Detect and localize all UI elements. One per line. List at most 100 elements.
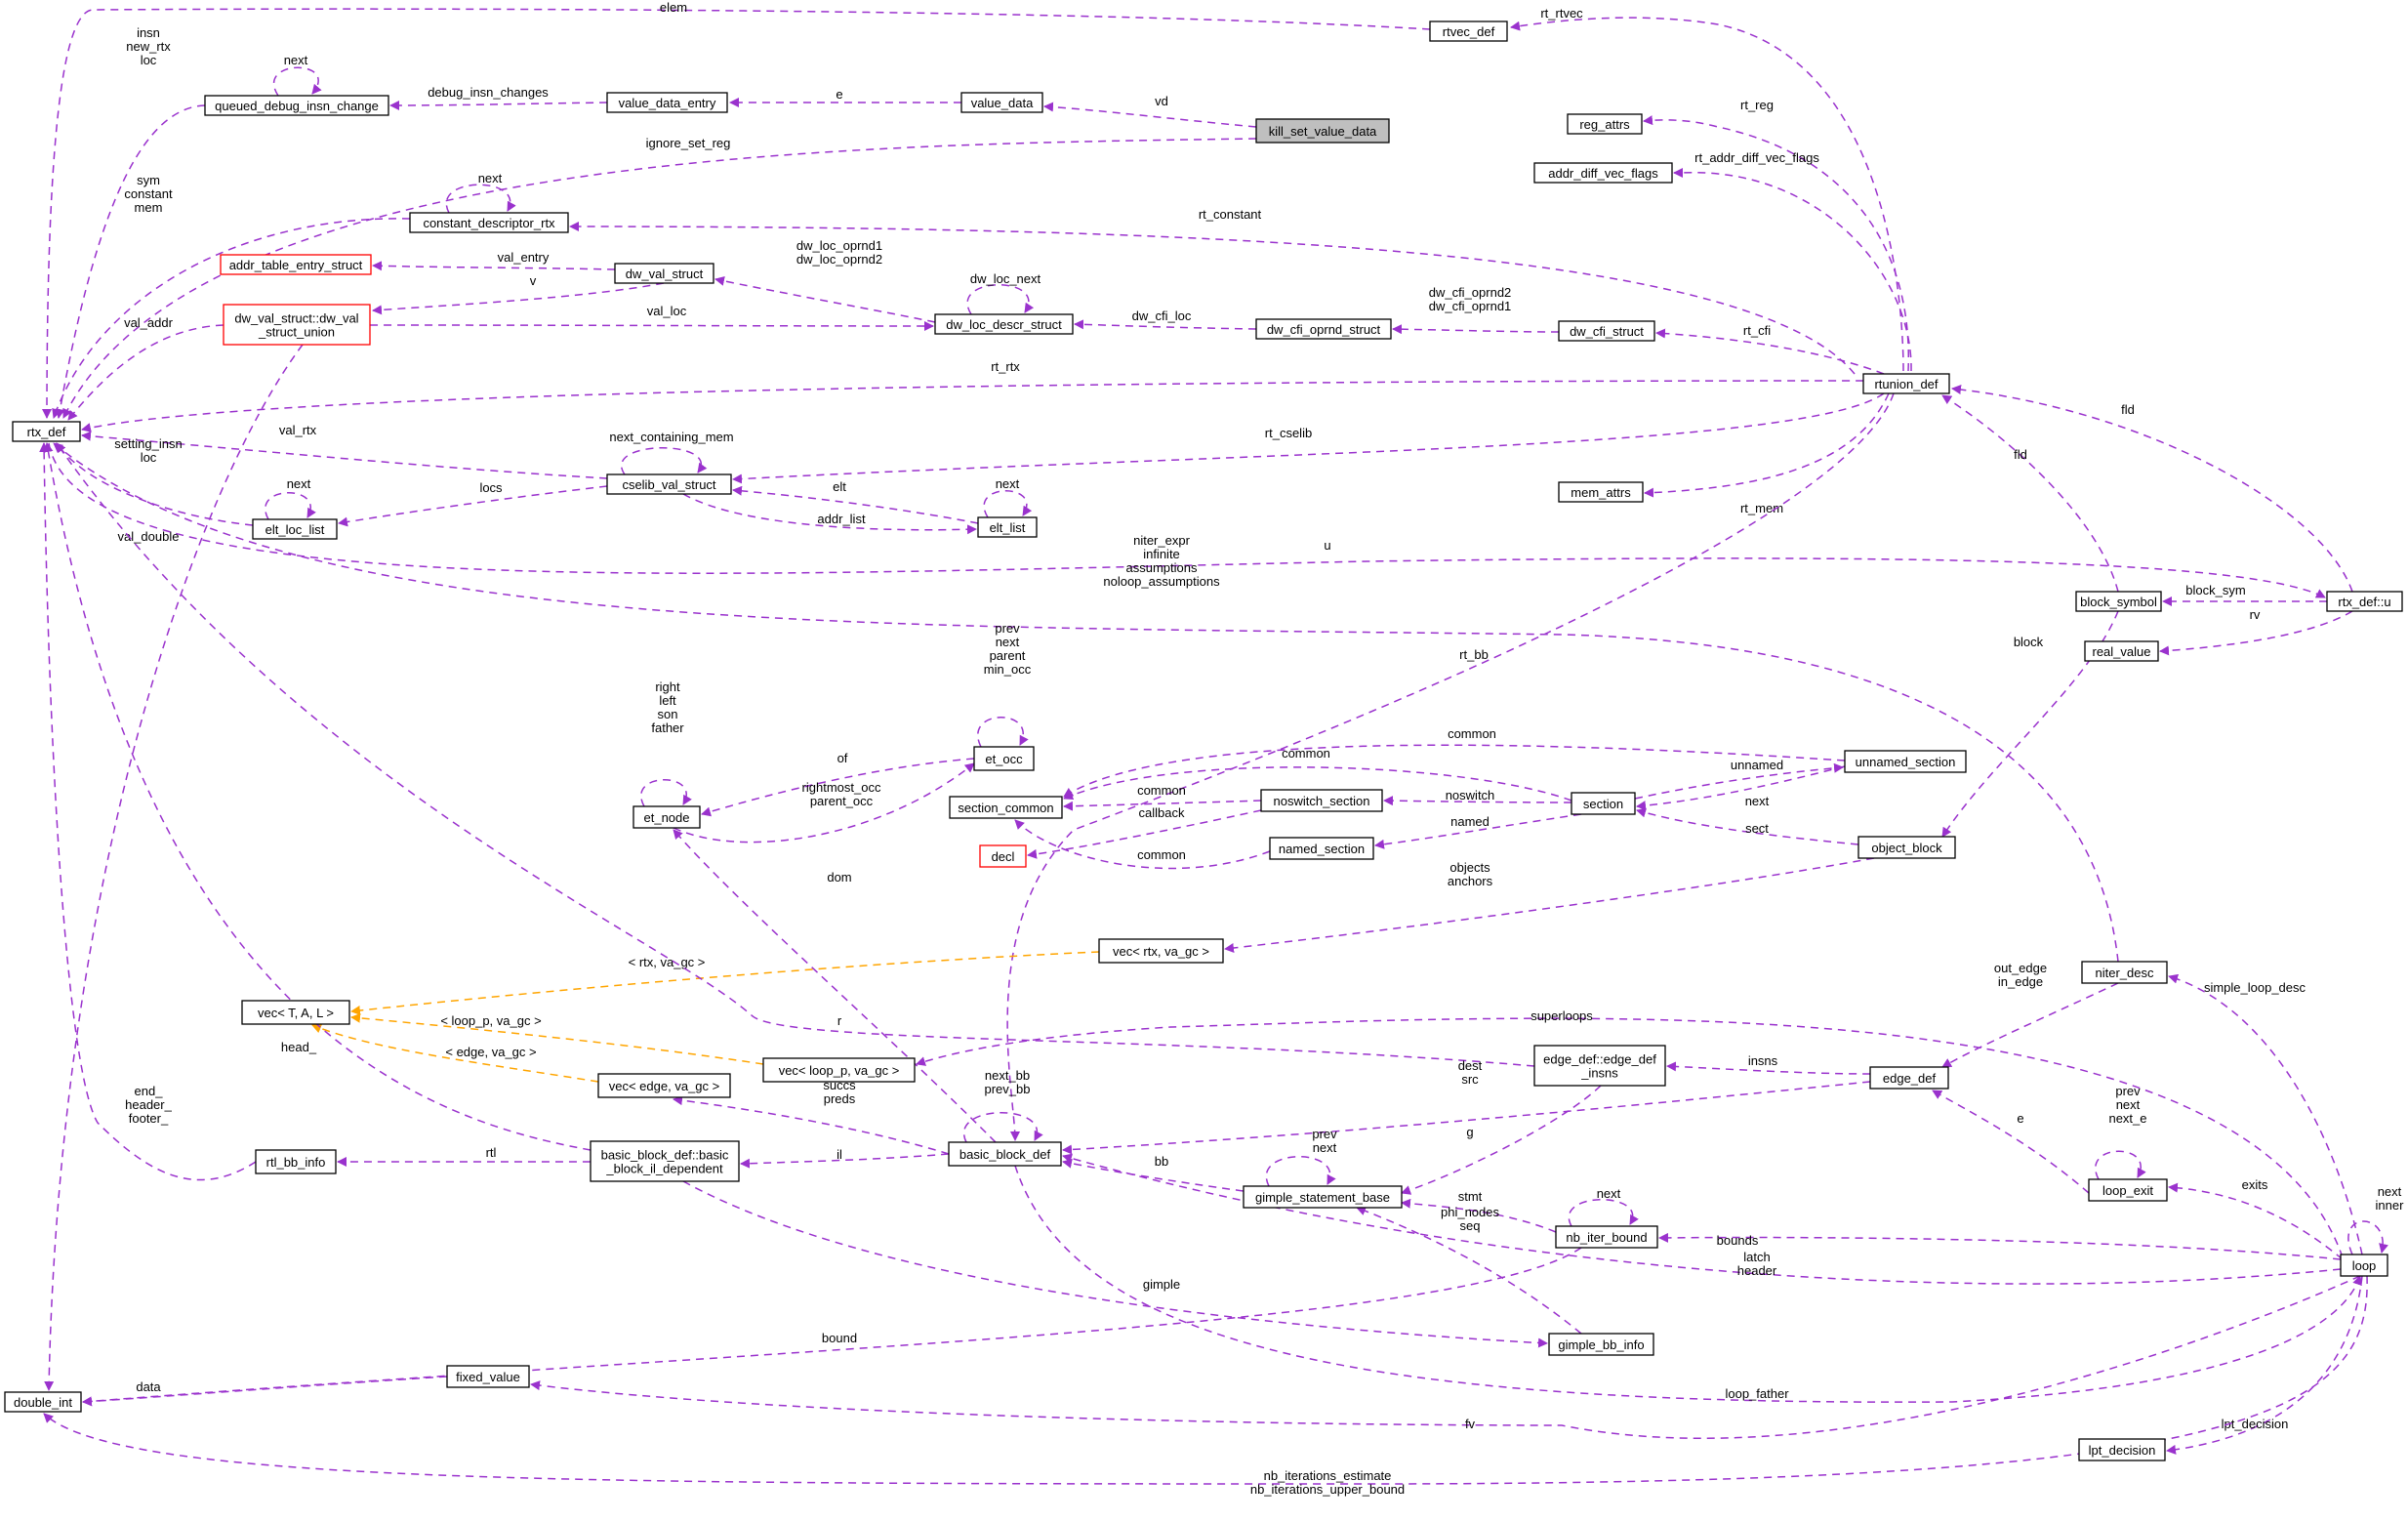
edge-e7: vd [1043,94,1257,128]
edge-label: il [837,1147,842,1162]
node-loop[interactable]: loop [2340,1254,2388,1277]
node-unnamed-section[interactable]: unnamed_section [1844,750,1967,773]
node-box [1098,938,1224,964]
node-box [977,516,1038,538]
edge-line [1401,1198,1557,1233]
edge-e64: superloops [916,1008,2344,1258]
node-vec-edge[interactable]: vec< edge, va_gc > [597,1073,731,1098]
edge-e87: bound [82,1247,1582,1407]
node-elt-loc-list[interactable]: elt_loc_list [252,518,338,540]
node-named-section[interactable]: named_section [1269,837,1374,860]
edge-line [530,1275,2361,1439]
node-vec-rtx[interactable]: vec< rtx, va_gc > [1098,938,1224,964]
edge-e19: dw_cfi_loc [1074,309,1257,330]
edge-line [81,380,1864,432]
node-value-data-entry[interactable]: value_data_entry [606,92,728,113]
node-dw-val-struct[interactable]: dw_val_struct [614,263,714,284]
node-vec-loop[interactable]: vec< loop_p, va_gc > [762,1057,916,1083]
node-box [1269,837,1374,860]
edge-line [983,490,1033,518]
node-rtunion-def[interactable]: rtunion_def [1862,373,1950,394]
node-et-occ[interactable]: et_occ [973,746,1035,771]
node-fixed-value[interactable]: fixed_value [446,1365,530,1388]
edge-e5: debug_insn_changes [389,85,608,110]
node-box [12,421,81,442]
edge-label: lpt_decision [2222,1417,2289,1431]
node-box [2084,640,2159,662]
node-addr-diff[interactable]: addr_diff_vec_flags [1533,162,1673,184]
node-addr-table[interactable]: addr_table_entry_struct [220,254,372,275]
edge-e10: rt_addr_diff_vec_flags [1673,150,1912,372]
node-dw-val-union[interactable]: dw_val_struct::dw_val_struct_union [223,304,371,346]
edge-line [350,1012,764,1065]
nodes-layer: rtx_def double_int queued_debug_insn_chang… [4,21,2403,1461]
node-label: value_data [971,96,1034,110]
edge-e52: unnamed [1634,758,1844,800]
node-gimple-bb[interactable]: gimple_bb_info [1548,1333,1654,1356]
node-const-desc[interactable]: constant_descriptor_rtx [409,212,569,233]
node-label: object_block [1871,841,1942,855]
node-block-symbol[interactable]: block_symbol [2075,591,2162,612]
node-gimple-stmt[interactable]: gimple_statement_base [1243,1185,1403,1209]
node-label: fixed_value [456,1370,520,1384]
edge-e47: common [1063,726,1846,798]
edge-line [1401,1085,1602,1195]
node-label: nb_iter_bound [1566,1230,1647,1245]
edge-label: bb [1155,1154,1168,1169]
node-noswitch[interactable]: noswitch_section [1260,789,1383,812]
node-real-value[interactable]: real_value [2084,640,2159,662]
edge-line [1658,1232,2342,1260]
node-edge-def-insns[interactable]: edge_def::edge_def_insns [1533,1045,1666,1087]
node-reg-attrs[interactable]: reg_attrs [1567,113,1643,135]
node-lpt-decision[interactable]: lpt_decision [2078,1438,2166,1461]
node-niter-desc[interactable]: niter_desc [2081,961,2168,984]
node-dw-cfi-oprnd[interactable]: dw_cfi_oprnd_struct [1255,318,1392,340]
edge-e45: of [701,751,975,817]
node-section-common[interactable]: section_common [949,796,1063,819]
edge-line [311,1023,599,1083]
node-rtx-def[interactable]: rtx_def [12,421,81,442]
node-box [220,254,372,275]
edge-label: elt [833,479,846,494]
node-label: elt_list [990,520,1026,535]
node-rtx-def-u[interactable]: rtx_def::u [2326,591,2403,612]
edge-e27: next_containing_mem [609,430,734,475]
node-rtvec-def[interactable]: rtvec_def [1429,21,1508,42]
node-dw-loc-descr[interactable]: dw_loc_descr_struct [934,313,1074,335]
node-et-node[interactable]: et_node [633,805,701,829]
node-box [2326,591,2403,612]
node-nb-iter[interactable]: nb_iter_bound [1555,1225,1658,1249]
edge-line [62,138,1257,419]
edge-e12: rt_constant [569,207,1856,375]
node-elt-list[interactable]: elt_list [977,516,1038,538]
node-rtl-bb-info[interactable]: rtl_bb_info [255,1149,337,1174]
edge-e26: val_rtx [81,423,608,479]
node-edge-def[interactable]: edge_def [1869,1066,1949,1090]
node-label: et_node [644,810,690,825]
node-kill[interactable]: kill_set_value_data [1255,118,1390,144]
node-double-int[interactable]: double_int [4,1391,82,1413]
node-vec-tal[interactable]: vec< T, A, L > [241,1000,350,1025]
edge-line [1374,813,1582,849]
node-section[interactable]: section [1571,792,1636,815]
node-box [2088,1178,2168,1202]
edge-line [2347,1220,2388,1255]
node-queued[interactable]: queued_debug_insn_change [204,95,389,116]
node-bb-def[interactable]: basic_block_def [948,1141,1062,1167]
node-box [1533,1045,1666,1087]
node-cselib[interactable]: cselib_val_struct [606,473,732,495]
node-dw-cfi-struct[interactable]: dw_cfi_struct [1558,320,1655,342]
node-label: mem_attrs [1571,485,1631,500]
node-decl[interactable]: decl [979,844,1027,868]
node-loop-exit[interactable]: loop_exit [2088,1178,2168,1202]
node-bb-il[interactable]: basic_block_def::basic_block_il_dependen… [590,1140,740,1182]
node-value-data[interactable]: value_data [960,92,1043,113]
node-mem-attrs[interactable]: mem_attrs [1558,481,1644,503]
node-label: niter_desc [2096,966,2154,980]
node-object-block[interactable]: object_block [1857,836,1956,859]
edge-e75: il [740,1147,950,1169]
